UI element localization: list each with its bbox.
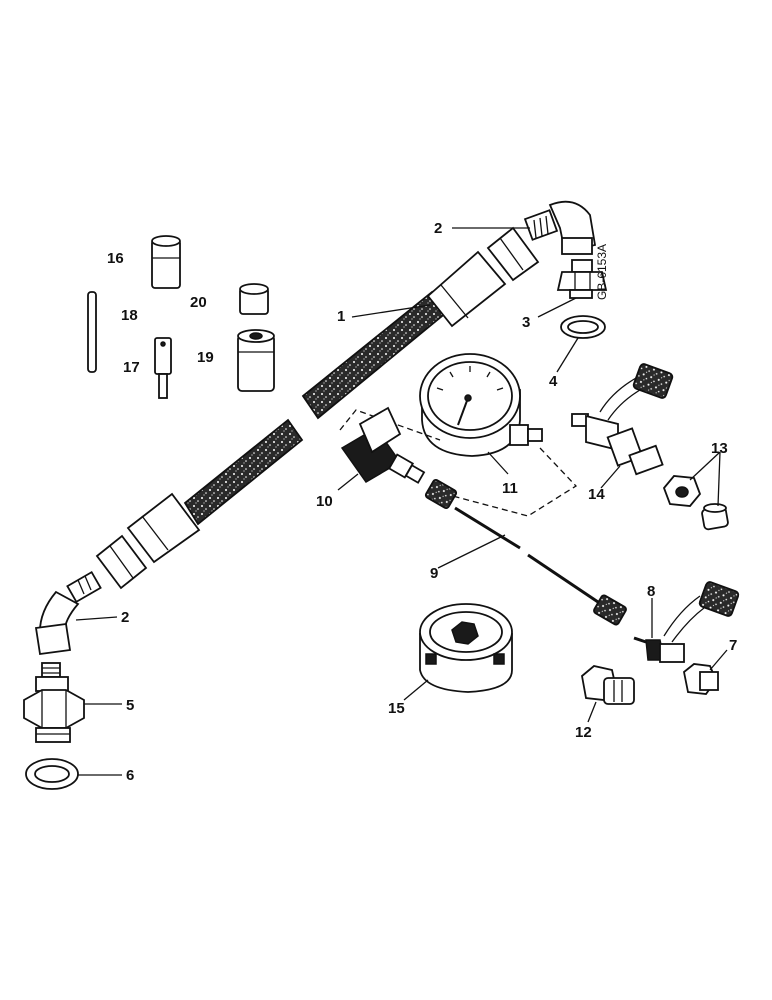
callout-19: 19 — [197, 349, 214, 366]
drawing-code: GB-6153A — [595, 244, 609, 300]
callout-18: 18 — [121, 307, 138, 324]
callout-7: 7 — [729, 637, 737, 654]
nut-part-13 — [662, 475, 702, 507]
callout-4: 4 — [549, 373, 558, 390]
callout-17: 17 — [123, 359, 140, 376]
bushing-part-20 — [239, 283, 269, 315]
callout-14: 14 — [588, 486, 605, 503]
callout-10: 10 — [316, 493, 333, 510]
pressure-gauge — [419, 353, 543, 457]
pin-part-17 — [154, 337, 172, 399]
pin-part-18 — [87, 291, 97, 373]
test-coupling-part-14 — [571, 363, 674, 476]
callout-3: 3 — [522, 314, 530, 331]
elbow-fitting-lower — [34, 570, 102, 656]
callout-16: 16 — [107, 250, 124, 267]
sleeve-part-16 — [151, 235, 181, 289]
callout-6: 6 — [126, 767, 134, 784]
sleeve-part-13 — [701, 503, 729, 531]
callout-2-upper: 2 — [434, 220, 442, 237]
adapter-part-10 — [340, 406, 426, 484]
callout-11: 11 — [502, 480, 518, 497]
union-fitting — [23, 662, 85, 743]
adapter-fitting — [556, 259, 608, 299]
callout-13: 13 — [711, 440, 728, 457]
sealing-ring-upper — [560, 315, 606, 339]
plug-part-7 — [683, 663, 719, 695]
callout-9: 9 — [430, 565, 438, 582]
callout-12: 12 — [575, 724, 592, 741]
banjo-bolt-part-12 — [581, 665, 635, 705]
callout-15: 15 — [388, 700, 405, 717]
test-hose-part-9 — [424, 479, 627, 626]
callout-5: 5 — [126, 697, 134, 714]
sealing-ring-lower — [25, 758, 79, 790]
coupling-part-19 — [237, 329, 275, 392]
callout-labels: 1 2 2 3 4 5 6 7 8 9 10 11 12 13 14 15 16… — [107, 220, 737, 784]
hose-assembly — [95, 226, 540, 590]
leader-lines — [75, 227, 728, 776]
callout-8: 8 — [647, 583, 655, 600]
callout-20: 20 — [190, 294, 207, 311]
socket-part-15 — [419, 603, 513, 693]
callout-1: 1 — [337, 308, 345, 325]
callout-2-lower: 2 — [121, 609, 129, 626]
test-valve-part-8 — [633, 581, 740, 663]
elbow-fitting-upper — [523, 200, 597, 255]
group-outline-10-11 — [339, 409, 578, 517]
